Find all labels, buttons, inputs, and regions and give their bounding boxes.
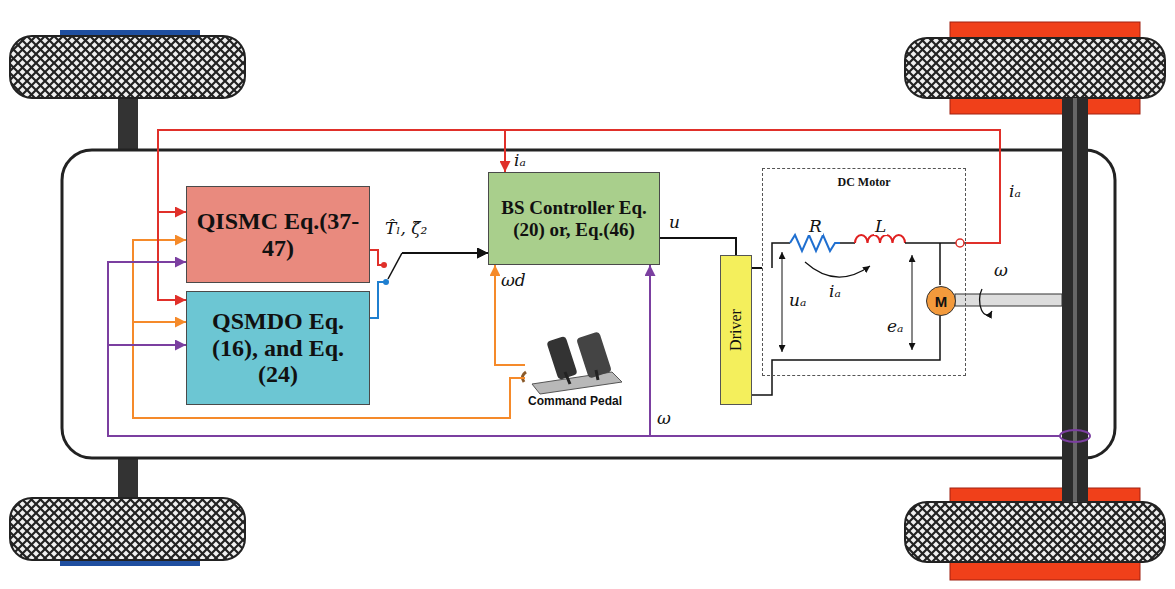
tire [10, 498, 245, 560]
observer-controller-box: QISMC Eq.(37-47) [186, 186, 370, 283]
current-sensor [956, 239, 964, 247]
signal-connector [650, 265, 1060, 436]
signal-name: iₐ [828, 283, 842, 300]
pedal-arm [596, 370, 598, 380]
node-text: BS Controller Eq.(20) or, Eq.(46) [497, 197, 651, 241]
node-text: QSMDO Eq.(16), and Eq.(24) [195, 308, 361, 389]
connector-line [650, 265, 1060, 436]
motor-symbol: M [926, 286, 956, 316]
pedal-arm [565, 372, 570, 384]
node-text: Command Pedal [528, 395, 622, 408]
connector-line [402, 252, 488, 254]
component-label: R [808, 218, 823, 235]
signal-name: T̂ₗ, ζ̂₂ [384, 220, 428, 237]
tire [905, 38, 1165, 98]
signal-connector [370, 253, 488, 318]
command-pedal: Command Pedal [525, 330, 625, 408]
node-text: Driver [727, 309, 745, 351]
signal-connector [108, 262, 1060, 436]
tire [905, 502, 1165, 562]
node-text: DC Motor [838, 175, 891, 190]
motor-shaft [955, 294, 1062, 306]
node-text: M [935, 293, 948, 310]
switch-arm [388, 253, 402, 279]
signal-connector [370, 250, 488, 265]
pedal-pad [546, 336, 577, 380]
signal-connector [752, 268, 762, 269]
connector-line [370, 282, 384, 318]
resistor-symbol [790, 235, 840, 251]
voltage-arrow [782, 252, 783, 352]
driver-box: Driver [720, 255, 752, 405]
wire [840, 242, 855, 244]
axle-stub [118, 96, 138, 152]
inductor-symbol [855, 235, 905, 243]
signal-name: eₐ [886, 318, 904, 335]
signal-name: iₐ [1008, 183, 1022, 200]
controller-box: BS Controller Eq.(20) or, Eq.(46) [488, 172, 660, 265]
signal-connector [660, 238, 736, 255]
rotation-arrow [980, 289, 992, 315]
connector-line [660, 238, 736, 255]
connector-line [402, 252, 488, 254]
signal-name: iₐ [513, 152, 527, 169]
signal-name: ω [993, 262, 1009, 279]
axle-stub [118, 456, 138, 502]
current-arrow [805, 262, 870, 277]
encoder [1060, 430, 1090, 442]
connector-line [370, 250, 382, 265]
node-text: QISMC Eq.(37-47) [195, 208, 361, 262]
pedal-base [532, 372, 622, 394]
signal-name: u [668, 214, 681, 231]
connector-line [752, 267, 762, 269]
signal-name: ωd [500, 272, 527, 289]
signal-name: uₐ [788, 292, 807, 309]
connector-line [158, 130, 1000, 300]
voltage-arrow [912, 255, 913, 350]
signal-connector [158, 130, 1000, 300]
chassis [62, 150, 1115, 458]
tire [10, 36, 245, 98]
connector-line [108, 262, 1060, 436]
signal-name: ω [656, 410, 672, 427]
wire [772, 243, 790, 268]
observer-box: QSMDO Eq.(16), and Eq.(24) [186, 291, 370, 405]
wire [939, 243, 941, 285]
pedal-pad [576, 331, 612, 378]
component-label: L [874, 218, 887, 235]
motor-enclosure: DC MotorM [762, 168, 966, 376]
